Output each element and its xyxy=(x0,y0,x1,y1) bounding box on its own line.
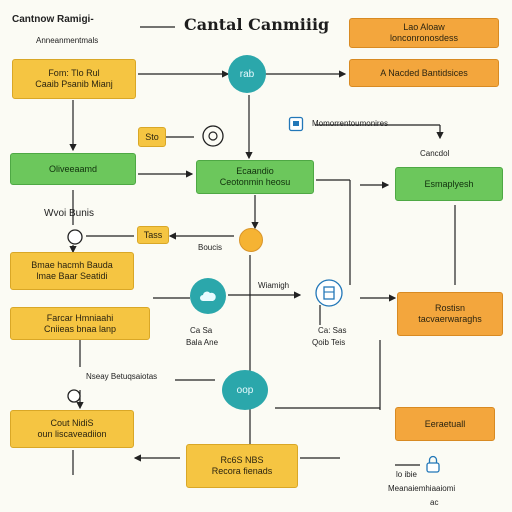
memory-terms-label: Momorrentoumonires xyxy=(312,119,389,128)
left-box-2: Bmae hacmh Bauda lmae Baar Seatidi xyxy=(10,252,134,290)
right-green-label: Esmaplyesh xyxy=(424,178,474,189)
center-green-line-2: Ceotonmin heosu xyxy=(219,177,291,187)
right-green-box: Esmaplyesh xyxy=(395,167,503,201)
bottom-box-line-2: Recora fienads xyxy=(211,466,273,476)
page-title: Cantal Canmiiig xyxy=(184,15,330,34)
left-box-3: Farcar Hmniaahi Cniieas bnaa lanp xyxy=(10,307,150,340)
ac-label: ac xyxy=(430,498,439,507)
bala-ane-label: Bala Ane xyxy=(186,338,219,347)
warnigh-label: Wiamigh xyxy=(258,281,290,290)
small-box-1: Sto xyxy=(138,127,166,147)
bottom-box-line-1: Rc6S NBS xyxy=(220,455,264,465)
left-box-2-line-1: Bmae hacmh Bauda xyxy=(31,260,113,270)
header-left-label: Cantnow Ramigi- xyxy=(12,14,94,25)
qoib-teis-label: Qoib Teis xyxy=(312,338,346,347)
left-box-4-line-2: oun liscaveadiion xyxy=(37,429,107,439)
right-box-3: Eeraetuall xyxy=(395,407,495,441)
left-green-label: Oliveeaamd xyxy=(48,163,98,174)
pill-box-1: Tass xyxy=(137,226,169,244)
pill-box-1-label: Tass xyxy=(143,229,163,240)
right-box-2-line-2: tacvaerwaraghs xyxy=(418,314,482,324)
left-box-1-line-2: Caaib Psanib Mianj xyxy=(35,79,113,89)
wv-bumis-label: Wvoi Bunis xyxy=(44,208,95,219)
lock-icon xyxy=(424,455,442,473)
center-circle-bottom-label: oop xyxy=(236,384,254,396)
center-green-box: Ecaandio Ceotonmin heosu xyxy=(196,160,314,194)
left-box-1: Fom: Tlo Rul Caaib Psanib Mianj xyxy=(12,59,136,99)
document-icon xyxy=(288,116,304,132)
header-caption: Anneanmentmals xyxy=(36,36,99,45)
ring-connector-icon-2 xyxy=(66,388,82,404)
bottom-box: Rc6S NBS Recora fienads xyxy=(186,444,298,488)
ring-connector-icon xyxy=(66,228,84,246)
cloud-icon xyxy=(200,291,216,301)
left-box-1-line-1: Fom: Tlo Rul xyxy=(48,68,100,78)
center-circle-top: rab xyxy=(228,55,266,93)
database-icon xyxy=(314,278,344,308)
gear-badge-icon xyxy=(201,124,225,148)
small-box-1-label: Sto xyxy=(145,131,159,142)
left-box-3-line-1: Farcar Hmniaahi xyxy=(46,312,114,323)
left-box-2-line-2: lmae Baar Seatidi xyxy=(36,271,108,281)
bonds-label: Boucis xyxy=(198,243,223,252)
center-circle-mid xyxy=(190,278,226,314)
junction-dot xyxy=(239,228,263,252)
right-box-2-line-1: Rostisn xyxy=(434,303,465,313)
notes-bullet-label: Nseay Betuqsaiotas xyxy=(86,372,158,381)
ca-sa-2-label: Ca: Sas xyxy=(318,326,347,335)
right-box-2: Rostisn tacvaerwaraghs xyxy=(397,292,503,336)
top-right-box: Lao Aloaw lonconronosdess xyxy=(349,18,499,48)
left-box-4: Cout NidiS oun liscaveadiion xyxy=(10,410,134,448)
left-box-3-line-2: Cniieas bnaa lanp xyxy=(43,323,117,334)
left-box-4-line-1: Cout NidiS xyxy=(50,418,94,428)
can-dol-label: Cancdol xyxy=(420,149,450,158)
ca-sa-label: Ca Sa xyxy=(190,326,213,335)
top-right-line-2: lonconronosdess xyxy=(389,33,459,43)
right-box-1-label: A Nacded Bantidsices xyxy=(380,67,468,78)
top-right-line-1: Lao Aloaw xyxy=(403,22,445,32)
right-box-1: A Nacded Bantidsices xyxy=(349,59,499,87)
center-green-line-1: Ecaandio xyxy=(236,166,274,176)
tbiie-label: lo ibie xyxy=(396,470,417,479)
mean-monroe-label: Meanaiemhiaaiomi xyxy=(388,484,456,493)
left-green-box: Oliveeaamd xyxy=(10,153,136,185)
right-box-3-label: Eeraetuall xyxy=(424,418,466,429)
center-circle-top-label: rab xyxy=(239,68,255,80)
center-circle-bottom: oop xyxy=(222,370,268,410)
